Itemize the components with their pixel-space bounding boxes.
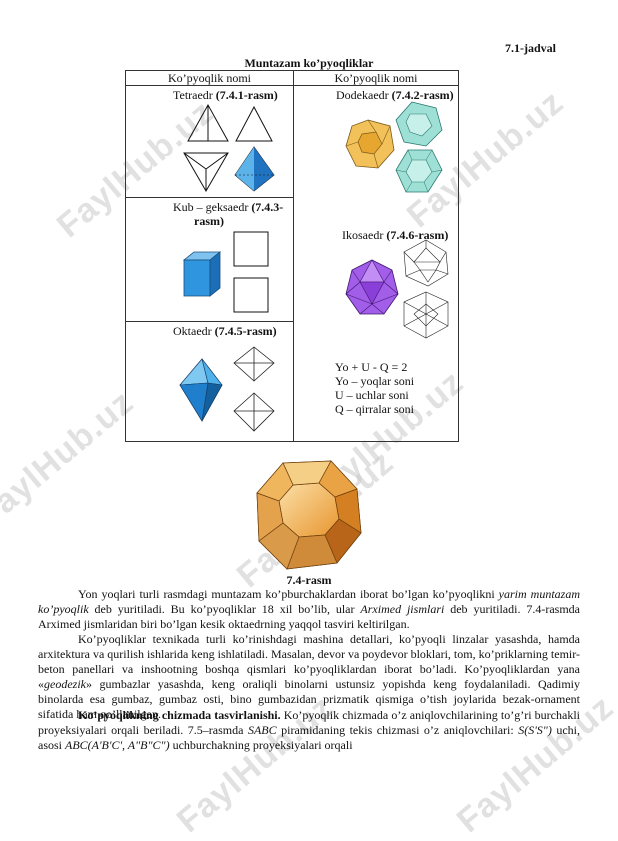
dodecahedron-name: Dodekaedr	[336, 88, 392, 102]
text-span: Ko’pyoqliklar texnikada turli ko’rinishd…	[38, 632, 580, 691]
icosahedron-label: Ikosaedr (7.4.6-rasm)	[342, 228, 448, 242]
text-span: deb yuritiladi. Bu ko’pyoqliklar 18 xil …	[88, 602, 361, 616]
table-divider	[126, 197, 293, 198]
tetrahedron-name: Tetraedr	[173, 88, 216, 102]
text-span: S(S'S")	[518, 723, 552, 737]
octahedron-name: Oktaedr	[173, 324, 215, 338]
table-label: 7.1-jadval	[505, 41, 556, 55]
watermark: FaylHub.uz	[0, 383, 141, 536]
dodecahedron-ref: (7.4.2-rasm)	[391, 88, 454, 102]
text-span: geodezik	[44, 677, 86, 691]
paragraph-archimedean: Yon yoqlari turli rasmdagi muntazam ko’p…	[38, 587, 580, 632]
table-divider	[293, 71, 294, 441]
legend-vertices: U – uchlar soni	[335, 388, 409, 402]
figure-caption: 7.4-rasm	[286, 573, 332, 587]
text-span: ABC(A'B'C', A"B"C")	[65, 738, 170, 752]
dodecahedron-drawing	[345, 101, 443, 193]
text-span: » gumbazlar yasashda, keng oraliqli bino…	[38, 677, 580, 721]
tetrahedron-drawing	[183, 103, 275, 192]
tetrahedron-ref: (7.4.1-rasm)	[215, 88, 278, 102]
table-divider	[126, 321, 293, 322]
text-span: Yon yoqlari turli rasmdagi muntazam ko’p…	[78, 587, 499, 601]
truncated-octahedron-figure	[256, 460, 362, 570]
section-heading: Ko’pyoqlikning chizmada tasvirlanishi.	[78, 708, 281, 722]
cube-label: Kub – geksaedr (7.4.3- rasm)	[173, 200, 283, 228]
text-span: Arximed jismlari	[360, 602, 445, 616]
cube-drawing	[182, 231, 269, 313]
legend-edges: Q – qirralar soni	[335, 402, 414, 416]
text-span: Ko’pyoqlik chizmada o’z aniqlovchilarini…	[38, 708, 580, 737]
euler-formula: Yo + U - Q = 2	[335, 360, 408, 374]
cube-ref: (7.4.3-	[251, 200, 284, 214]
text-span: uchburchakning proyeksiyalari orqali	[169, 738, 353, 752]
legend-faces: Yo – yoqlar soni	[335, 374, 415, 388]
icosahedron-name: Ikosaedr	[342, 228, 387, 242]
octahedron-label: Oktaedr (7.4.5-rasm)	[173, 324, 277, 338]
icosahedron-ref: (7.4.6-rasm)	[386, 228, 449, 242]
cube-ref: rasm)	[194, 214, 224, 228]
octahedron-ref: (7.4.5-rasm)	[214, 324, 277, 338]
cube-name: Kub – geksaedr	[173, 200, 252, 214]
table-title: Muntazam ko’pyoqliklar	[244, 56, 374, 70]
polyhedra-table: Ko’pyoqlik nomi Ko’pyoqlik nomi Tetraedr…	[125, 70, 459, 442]
text-span: yarim muntazam ko’pyoqlik	[38, 587, 580, 616]
text-span: SABC	[247, 723, 277, 737]
text-span: deb yuritiladi. 7.4-rasmda Arximed jisml…	[38, 602, 581, 631]
text-span: piramidaning tekis chizmasi o’z aniqlovc…	[276, 723, 519, 737]
header-left: Ko’pyoqlik nomi	[168, 71, 251, 85]
octahedron-drawing	[179, 346, 275, 432]
header-right: Ko’pyoqlik nomi	[334, 71, 418, 85]
table-divider	[126, 85, 458, 86]
text-span: uchi, asosi	[38, 723, 580, 752]
icosahedron-drawing	[345, 239, 449, 339]
tetrahedron-label: Tetraedr (7.4.1-rasm)	[173, 88, 278, 102]
paragraph-drawing: Ko’pyoqlikning chizmada tasvirlanishi. K…	[38, 708, 580, 753]
dodecahedron-label: Dodekaedr (7.4.2-rasm)	[336, 88, 454, 102]
paragraph-applications: Ko’pyoqliklar texnikada turli ko’rinishd…	[38, 632, 580, 722]
